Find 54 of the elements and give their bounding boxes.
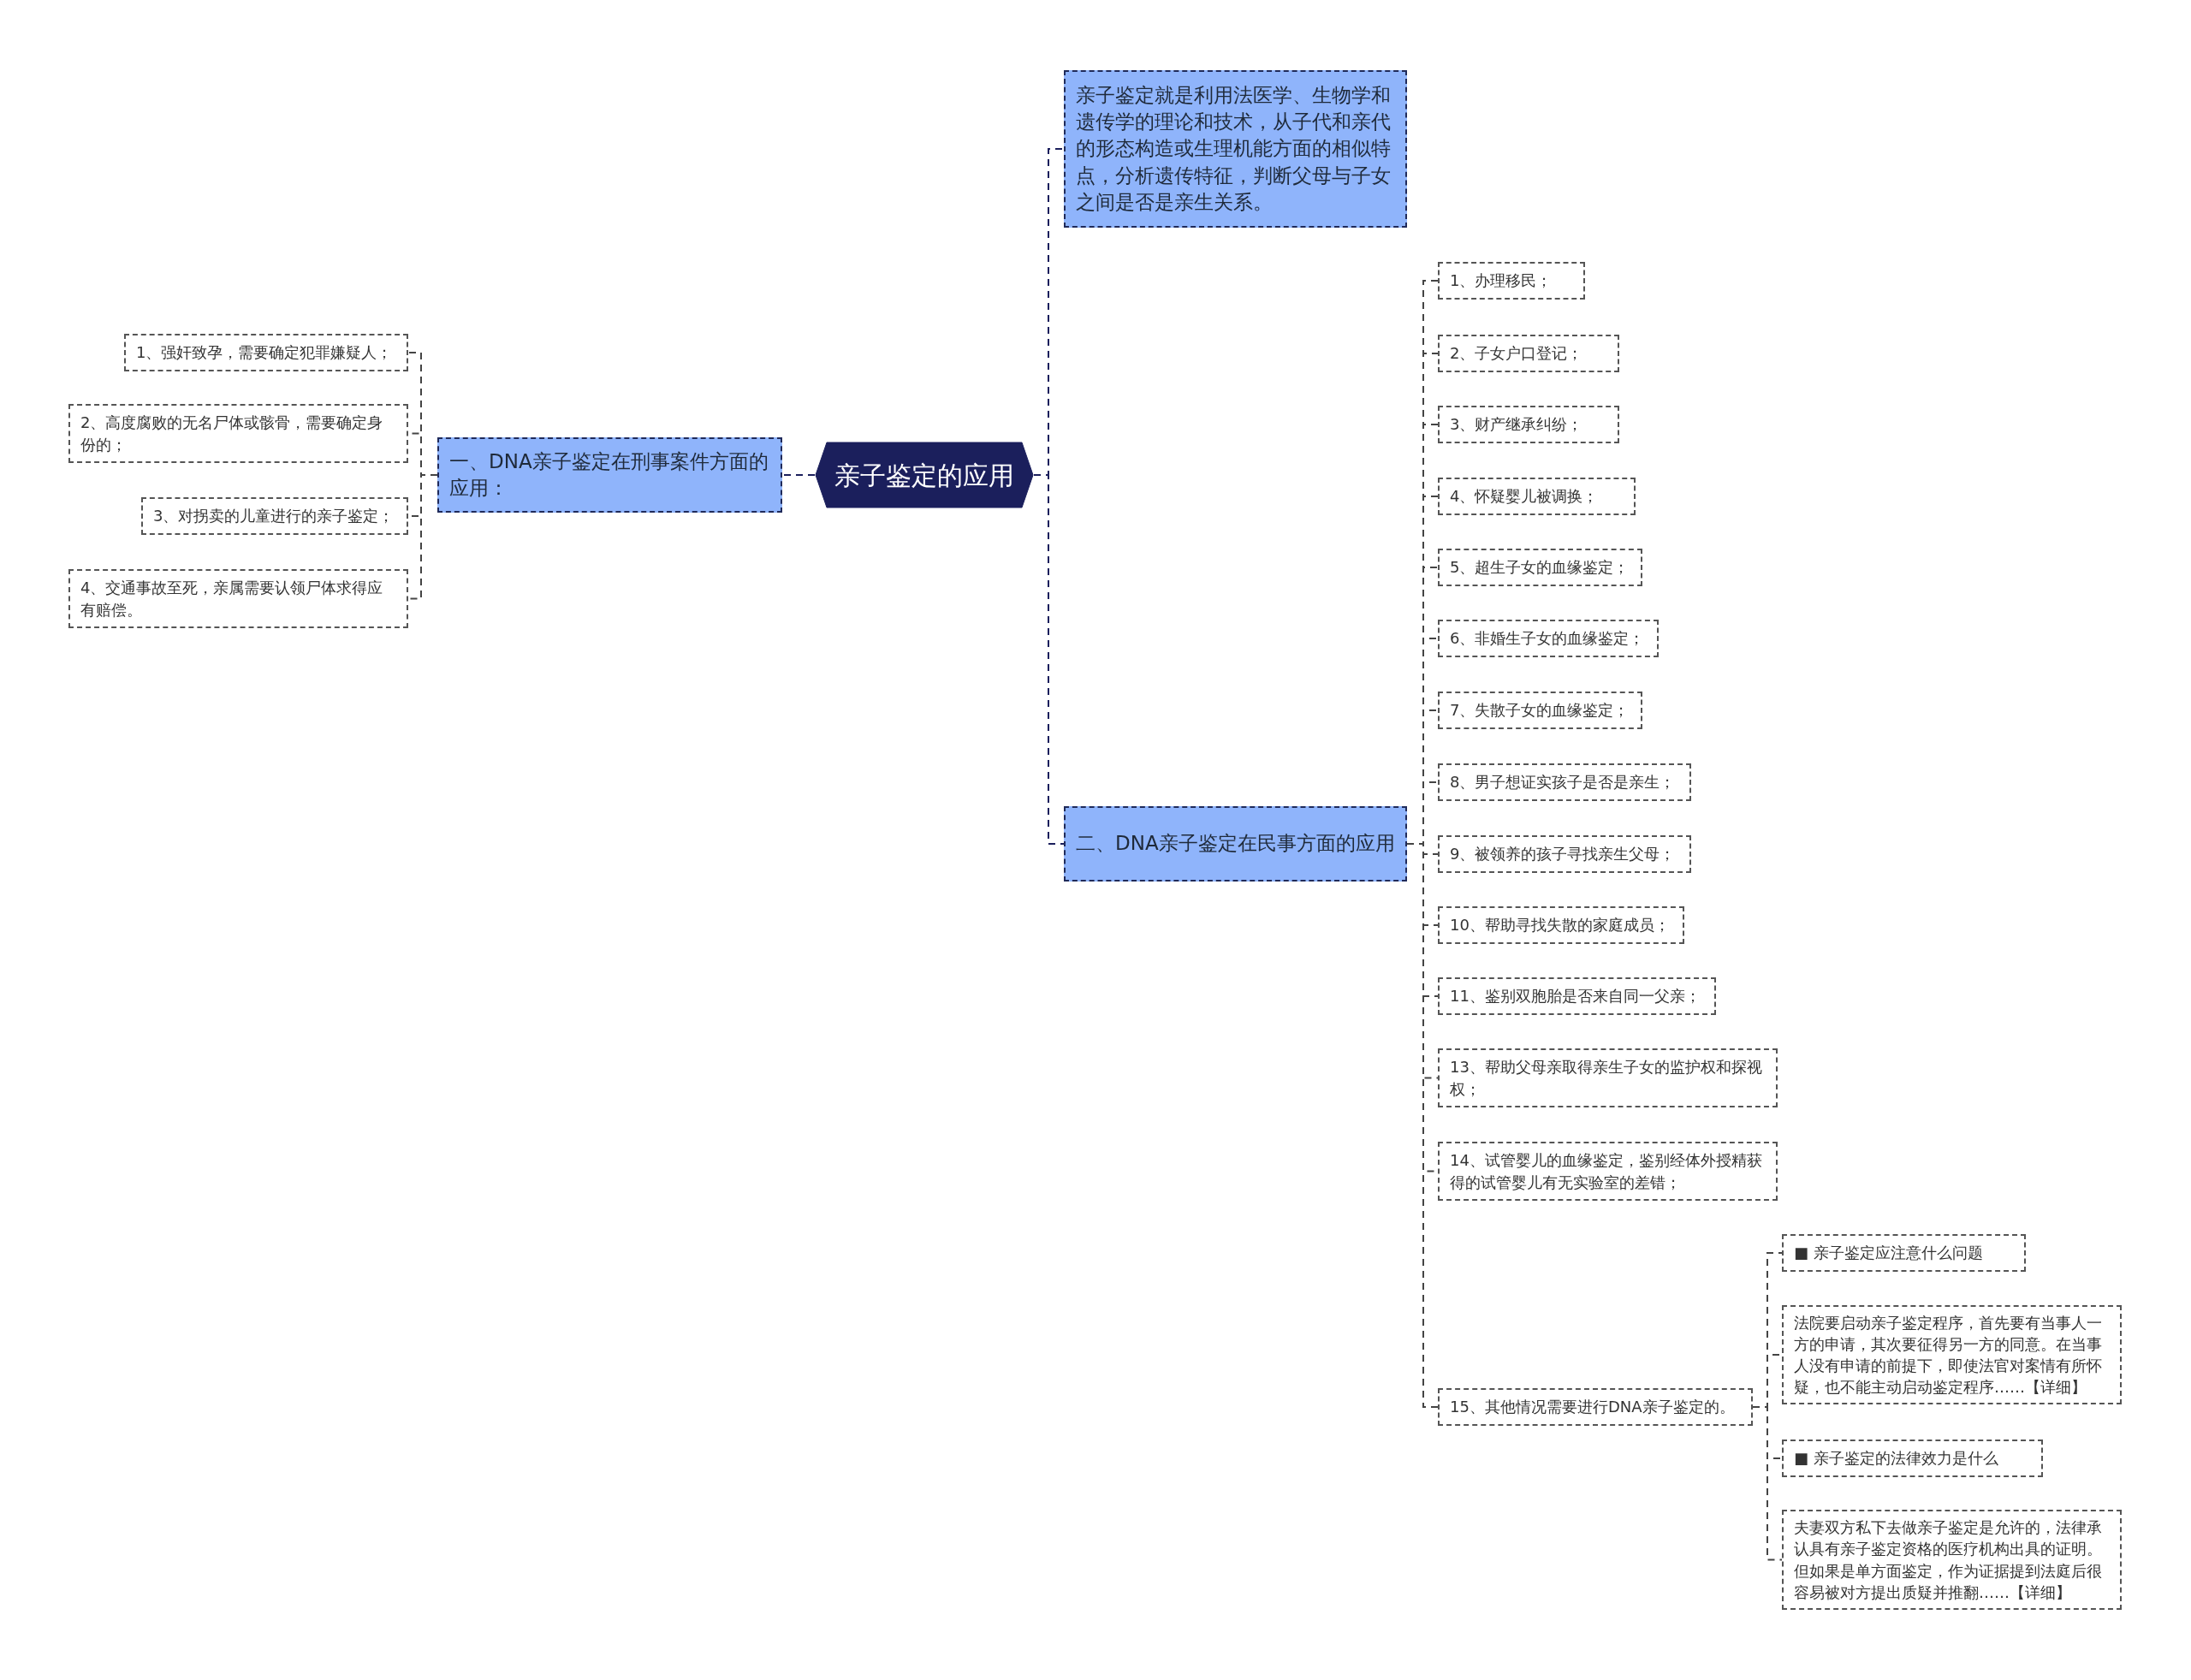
node-text: 13、帮助父母亲取得亲生子女的监护权和探视权；: [1450, 1057, 1763, 1100]
node-text: 亲子鉴定就是利用法医学、生物学和遗传学的理论和技术，从子代和亲代的形态构造或生理机能方面的相似特点，分析遗传特征，判断父母与子女之间是否是亲生关系。: [1076, 83, 1392, 215]
subtopic-box: [1438, 835, 1691, 873]
subtopic-box: [1782, 1440, 2043, 1477]
root-topic-hexagon: [815, 442, 1034, 508]
node-text: 1、强奸致孕，需要确定犯罪嫌疑人；: [136, 342, 393, 364]
node-text: 4、怀疑婴儿被调换；: [1450, 486, 1599, 508]
subtopic-box: [1438, 478, 1636, 515]
subtopic-box: [1782, 1234, 2026, 1272]
subtopic-box: [1438, 262, 1585, 300]
node-text: 15、其他情况需要进行DNA亲子鉴定的。: [1450, 1397, 1735, 1418]
node-text: 8、男子想证实孩子是否是亲生；: [1450, 772, 1676, 793]
subtopic-box: [1438, 977, 1716, 1015]
node-text: 5、超生子女的血缘鉴定；: [1450, 557, 1630, 579]
connector-line: [781, 474, 816, 476]
subtopic-box: [1438, 1142, 1778, 1201]
connector-line: [1752, 1406, 1783, 1561]
subtopic-box: [1782, 1305, 2122, 1404]
subtopic-box: [1438, 406, 1619, 443]
subtopic-box: [68, 404, 408, 463]
node-text: 夫妻双方私下去做亲子鉴定是允许的，法律承认具有亲子鉴定资格的医疗机构出具的证明。但如果是单方面鉴定，作为证据提到法庭后很容易被对方提出质疑并推翻……【详细】: [1794, 1517, 2103, 1603]
subtopic-box: [141, 497, 408, 535]
node-text: 7、失散子女的血缘鉴定；: [1450, 700, 1630, 721]
node-text: 3、财产继承纠纷；: [1450, 414, 1583, 436]
node-text: 10、帮助寻找失散的家庭成员；: [1450, 915, 1670, 936]
node-text: 法院要启动亲子鉴定程序，首先要有当事人一方的申请，其次要征得另一方的同意。在当事人没有申请的前提下，即使法官对案情有所怀疑，也不能主动启动鉴定程序……【详细】: [1794, 1312, 2103, 1398]
subtopic-box: [1438, 763, 1691, 801]
node-text: 一、DNA亲子鉴定在刑事案件方面的应用：: [449, 448, 769, 501]
node-text: 14、试管婴儿的血缘鉴定，鉴别经体外授精获得的试管婴儿有无实验室的差错；: [1450, 1150, 1763, 1193]
subtopic-box: [1438, 549, 1642, 586]
node-text: 6、非婚生子女的血缘鉴定；: [1450, 628, 1645, 650]
topic-box: [1064, 70, 1407, 228]
node-text: 二、DNA亲子鉴定在民事方面的应用: [1076, 831, 1395, 857]
subtopic-box: [124, 334, 408, 371]
node-text: ■ 亲子鉴定应注意什么问题: [1794, 1243, 1983, 1264]
node-text: 11、鉴别双胞胎是否来自同一父亲；: [1450, 986, 1701, 1007]
subtopic-box: [1438, 620, 1659, 657]
subtopic-box: [68, 569, 408, 628]
node-text: 3、对拐卖的儿童进行的亲子鉴定；: [153, 506, 395, 527]
subtopic-box: [1438, 335, 1619, 372]
subtopic-box: [1782, 1510, 2122, 1610]
node-text: ■ 亲子鉴定的法律效力是什么: [1794, 1448, 1998, 1469]
subtopic-box: [1438, 1048, 1778, 1107]
topic-box: [1064, 806, 1407, 882]
topic-box: [437, 437, 782, 513]
subtopic-box: [1438, 692, 1642, 729]
subtopic-box: [1438, 1388, 1753, 1426]
node-text: 4、交通事故至死，亲属需要认领尸体求得应有赔偿。: [80, 578, 384, 620]
node-text: 2、高度腐败的无名尸体或骸骨，需要确定身份的；: [80, 413, 384, 455]
node-text: 亲子鉴定的应用: [834, 459, 1014, 492]
node-text: 1、办理移民；: [1450, 270, 1553, 292]
node-text: 9、被领养的孩子寻找亲生父母；: [1450, 844, 1676, 865]
node-text: 2、子女户口登记；: [1450, 343, 1583, 365]
subtopic-box: [1438, 906, 1684, 944]
